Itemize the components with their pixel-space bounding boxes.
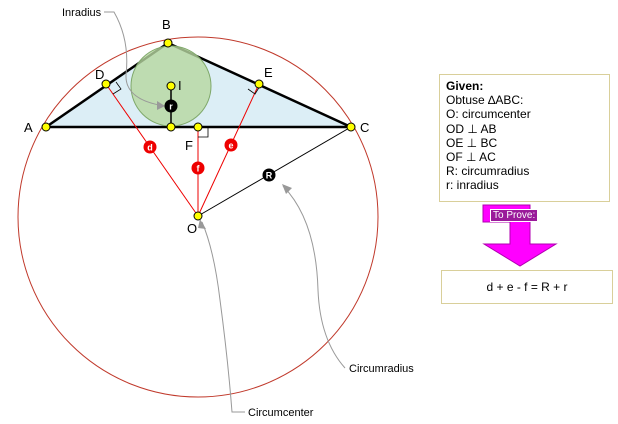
point-o: [193, 211, 203, 221]
badge-e: [224, 138, 238, 152]
badge-d: [143, 140, 157, 154]
badge-f: [191, 161, 205, 175]
callout-line-circumradius: [282, 185, 346, 369]
label-e: E: [264, 65, 273, 80]
badge-f-text: f: [197, 164, 201, 174]
label-i: I: [178, 78, 182, 93]
label-d: D: [95, 67, 104, 82]
given-line: r: inradius: [446, 178, 499, 193]
callout-inradius: Inradius: [62, 7, 102, 19]
badge-r-inradius-text: r: [169, 102, 173, 112]
point-f: [193, 122, 203, 132]
label-o: O: [187, 221, 197, 236]
label-f: F: [185, 138, 193, 153]
badge-d-text: d: [147, 143, 153, 153]
given-line: OF ⊥ AC: [446, 150, 496, 165]
callout-line-circumcenter: [201, 221, 245, 413]
callout-circumcenter: Circumcenter: [248, 407, 314, 419]
point-a: [41, 122, 51, 132]
point-incircle-touch: [166, 122, 176, 132]
point-b: [163, 38, 173, 48]
segment-oc: [197, 126, 352, 217]
given-panel: Given: Obtuse ∆ABC: O: circumcenter OD ⊥…: [439, 74, 610, 202]
result-equation: d + e - f = R + r: [486, 280, 568, 294]
badge-r-inradius: [164, 99, 178, 113]
right-angle-f: [198, 127, 209, 138]
label-c: C: [360, 120, 369, 135]
given-title: Given:: [446, 79, 484, 93]
given-line: OD ⊥ AB: [446, 121, 497, 136]
badge-r-circumradius: [262, 168, 276, 182]
given-line: O: circumcenter: [446, 107, 531, 122]
point-c: [346, 122, 356, 132]
point-i: [166, 81, 176, 91]
point-d: [101, 79, 111, 89]
to-prove-label: To Prove:: [490, 209, 539, 222]
point-e: [254, 79, 264, 89]
label-a: A: [24, 120, 33, 135]
label-b: B: [162, 17, 171, 32]
circumcircle: [17, 36, 379, 398]
result-panel: d + e - f = R + r: [441, 270, 613, 304]
arrow-head-circumcenter: [198, 219, 206, 229]
right-angle-e: [247, 85, 261, 95]
given-line: Obtuse ∆ABC:: [446, 93, 524, 108]
callout-line-inradius: [104, 11, 166, 107]
badge-e-text: e: [228, 141, 233, 151]
arrow-head-circumradius: [282, 184, 292, 194]
arrow-head-inradius: [157, 101, 165, 110]
given-line: R: circumradius: [446, 164, 530, 179]
callout-circumradius: Circumradius: [349, 363, 414, 375]
given-line: OE ⊥ BC: [446, 135, 498, 150]
badge-r-circumradius-text: R: [266, 171, 273, 181]
right-angle-d: [112, 81, 122, 95]
